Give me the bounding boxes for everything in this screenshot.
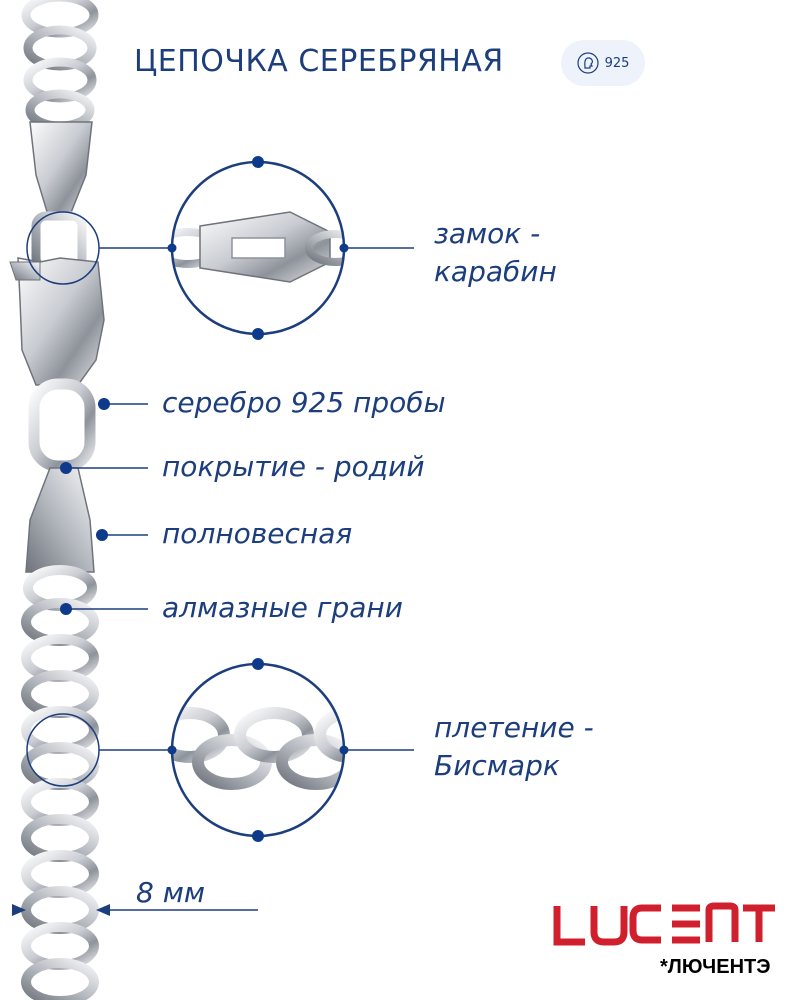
end-cap-top [29, 121, 93, 216]
feature-clasp-line1: замок - [434, 217, 541, 250]
end-cap-bottom [25, 467, 95, 573]
silver-925-badge: 925 [561, 40, 645, 86]
jump-ring [28, 378, 96, 472]
feature-silver: серебро 925 пробы [162, 386, 446, 419]
brand-logo [553, 902, 775, 946]
dimension-label: 8 мм [136, 876, 205, 909]
callout-weight [96, 529, 148, 541]
clasp-body [17, 257, 105, 386]
page-title: ЦЕПОЧКА СЕРЕБРЯНАЯ [134, 44, 504, 79]
feature-coating: покрытие - родий [162, 450, 425, 483]
feature-weave: плетение - Бисмарк [434, 709, 594, 785]
callout-coating [60, 462, 148, 474]
feature-weave-line1: плетение - [434, 711, 594, 744]
badge-text: 925 [604, 55, 630, 71]
feature-facets: алмазные грани [162, 591, 403, 624]
callout-silver [98, 398, 148, 410]
zoom-clasp [167, 156, 349, 340]
feature-clasp: замок - карабин [434, 215, 557, 291]
dimension-arrows [12, 904, 258, 916]
chain-bottom [21, 565, 99, 1000]
feature-clasp-line2: карабин [434, 255, 557, 288]
callout-facets [60, 603, 148, 615]
feature-weave-line2: Бисмарк [434, 749, 560, 782]
brand-subtitle: *ЛЮЧЕНТЭ [660, 956, 771, 978]
profile-head-icon [576, 52, 599, 74]
feature-weight: полновесная [162, 517, 353, 550]
chain-top [21, 0, 99, 131]
